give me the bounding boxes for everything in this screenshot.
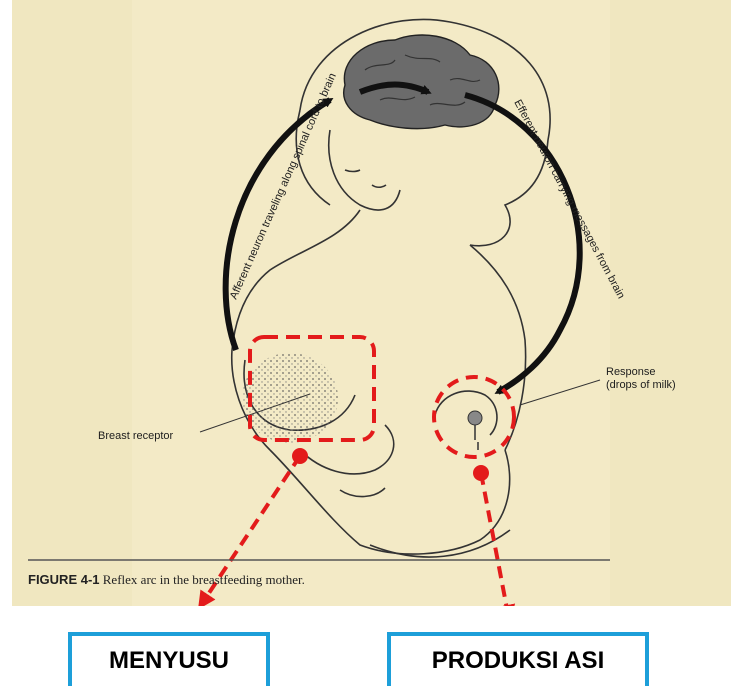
figure-caption: FIGURE 4-1 Reflex arc in the breastfeedi…: [28, 572, 305, 588]
response-label: Response (drops of milk): [606, 366, 676, 391]
nipple: [468, 411, 482, 425]
produksi-asi-box: PRODUKSI ASI: [387, 632, 649, 686]
response-label-line1: Response: [606, 366, 676, 379]
caption-number: FIGURE 4-1: [28, 572, 100, 587]
response-label-line2: (drops of milk): [606, 379, 676, 392]
breast-stipple: [242, 353, 338, 443]
reflex-arc-figure: Afferent neuron traveling along spinal c…: [0, 0, 731, 606]
faded-text-left: [12, 0, 132, 606]
menyusu-box: MENYUSU: [68, 632, 270, 686]
breast-receptor-label: Breast receptor: [98, 430, 173, 443]
faded-text-right: [610, 0, 731, 606]
caption-text: Reflex arc in the breastfeeding mother.: [103, 572, 305, 587]
